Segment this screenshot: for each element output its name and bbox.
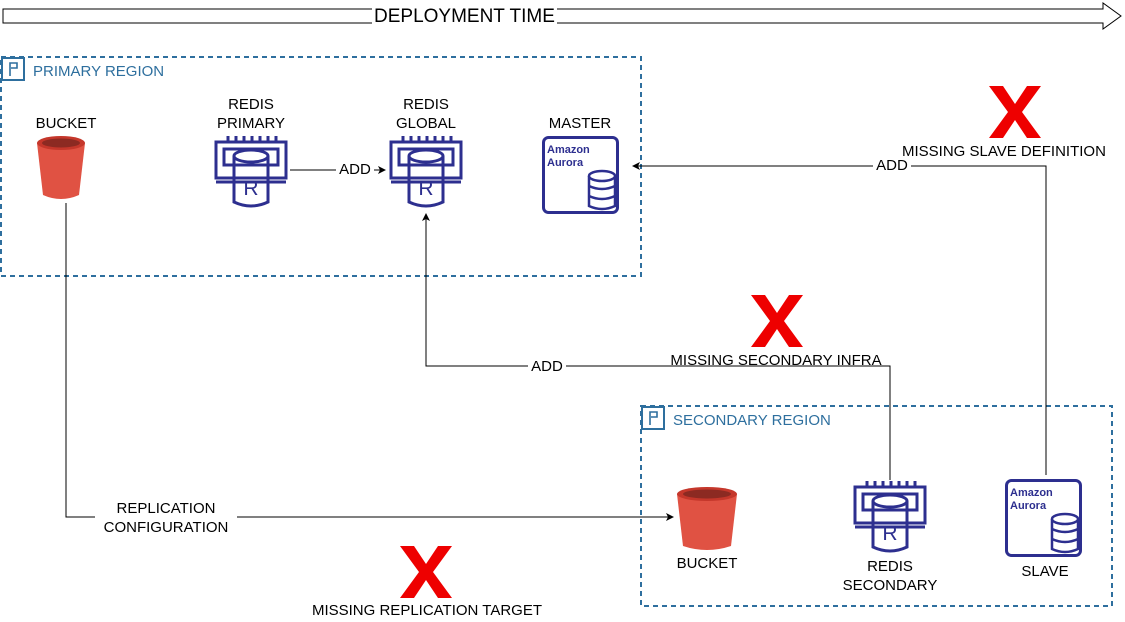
warning-x-icon	[751, 295, 803, 347]
edge-replication	[65, 203, 674, 521]
edge-label-slave-to-master: ADD	[873, 156, 911, 175]
amazon-aurora-icon: Amazon Aurora	[1005, 479, 1082, 557]
s3-bucket-icon	[37, 136, 85, 199]
elasticache-redis-icon: R	[214, 136, 288, 208]
amazon-aurora-icon: Amazon Aurora	[542, 136, 619, 214]
primary-region-label: PRIMARY REGION	[33, 63, 165, 80]
region-flag-icon	[1, 57, 25, 81]
warning-missing-secondary-infra: MISSING SECONDARY INFRA	[670, 352, 882, 369]
warning-x-icon	[989, 86, 1041, 138]
edge-redis-secondary-to-global	[422, 213, 891, 480]
redis-global-label: REDIS GLOBAL	[395, 96, 457, 132]
svg-text:R: R	[882, 522, 897, 545]
elasticache-redis-icon: R	[853, 481, 927, 553]
svg-text:Aurora: Aurora	[547, 157, 584, 169]
redis-secondary-label: REDIS SECONDARY	[842, 558, 938, 594]
edge-slave-to-master	[632, 162, 1047, 475]
deployment-time-arrow	[2, 2, 1122, 30]
warning-missing-replication-target: MISSING REPLICATION TARGET	[311, 602, 543, 619]
svg-text:Amazon: Amazon	[547, 144, 590, 156]
elasticache-redis-icon: R	[389, 136, 463, 208]
edge-label-primary-to-global: ADD	[336, 160, 374, 179]
svg-text:R: R	[418, 177, 433, 200]
primary-bucket-label: BUCKET	[35, 115, 97, 132]
svg-text:Amazon: Amazon	[1010, 487, 1053, 499]
deployment-time-label: DEPLOYMENT TIME	[372, 6, 557, 28]
svg-text:Aurora: Aurora	[1010, 500, 1047, 512]
warning-missing-slave-definition: MISSING SLAVE DEFINITION	[902, 143, 1106, 160]
edge-label-replication: REPLICATION CONFIGURATION	[95, 499, 237, 537]
s3-bucket-icon	[677, 487, 737, 550]
svg-text:R: R	[243, 177, 258, 200]
edge-label-secondary-to-global: ADD	[528, 357, 566, 376]
secondary-region-label: SECONDARY REGION	[673, 412, 831, 429]
redis-primary-label: REDIS PRIMARY	[216, 96, 286, 132]
warning-x-icon	[400, 546, 452, 598]
slave-label: SLAVE	[1021, 563, 1069, 580]
region-flag-icon	[641, 406, 665, 430]
secondary-region-box	[640, 405, 1113, 607]
master-label: MASTER	[548, 115, 612, 132]
secondary-bucket-label: BUCKET	[676, 555, 738, 572]
